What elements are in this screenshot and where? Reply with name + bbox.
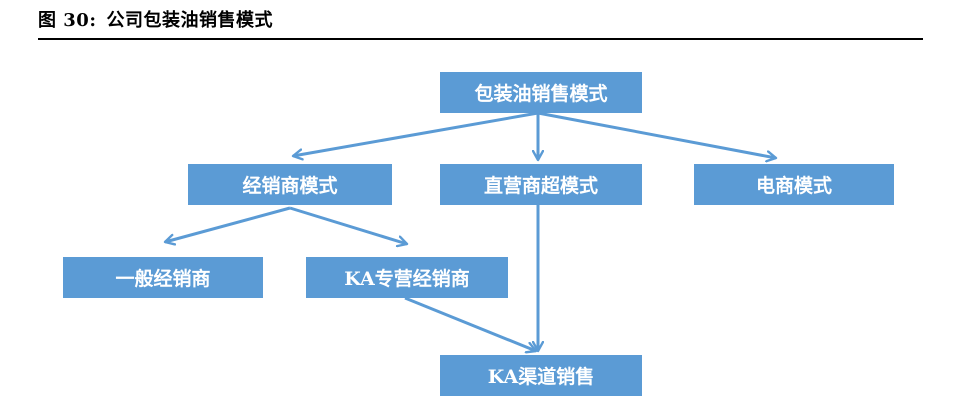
node-ka-channel-sales: KA渠道销售 (440, 355, 642, 396)
node-general-distributor: 一般经销商 (63, 257, 263, 298)
node-ecommerce-mode: 电商模式 (694, 164, 894, 205)
figure-title: 图 30: 公司包装油销售模式 (38, 6, 273, 32)
arrow-distributor-to-ka-dedicated (289, 206, 407, 244)
node-root: 包装油销售模式 (440, 72, 642, 113)
arrow-root-to-ecommerce (537, 111, 776, 158)
arrow-distributor-to-general (165, 206, 291, 242)
figure-label: 图 30: (38, 10, 97, 31)
arrow-ka-dedicated-to-ka-channel (404, 296, 536, 351)
figure-caption: 公司包装油销售模式 (106, 10, 273, 31)
node-distributor-mode: 经销商模式 (188, 164, 392, 205)
arrow-root-to-distributor (293, 111, 539, 156)
title-rule (38, 38, 923, 40)
node-ka-dedicated-distributor: KA专营经销商 (306, 257, 508, 298)
node-direct-supermarket-mode: 直营商超模式 (440, 164, 642, 205)
